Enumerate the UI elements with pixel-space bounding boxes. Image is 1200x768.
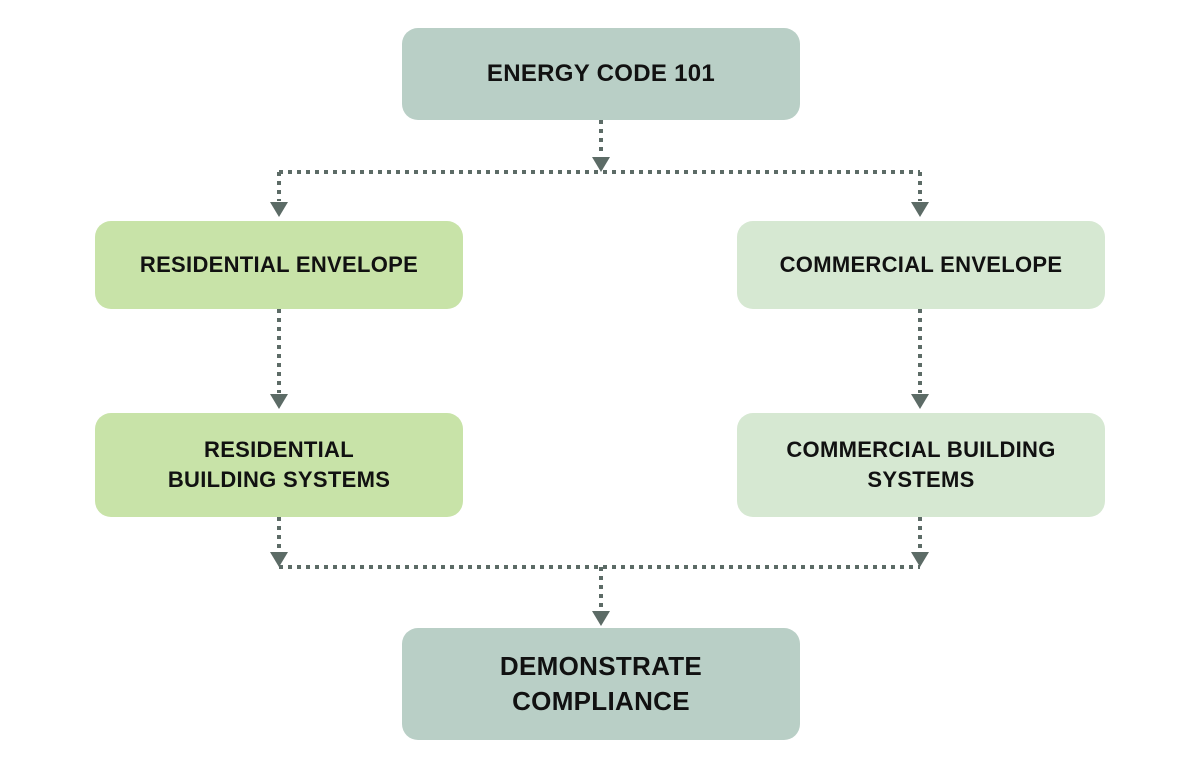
arrowhead-down-icon: [270, 394, 288, 409]
node-commercial-envelope: COMMERCIAL ENVELOPE: [737, 221, 1105, 309]
arrowhead-down-icon: [270, 552, 288, 567]
connector-systems-to-compliance: [270, 517, 929, 626]
node-residential-envelope: RESIDENTIAL ENVELOPE: [95, 221, 463, 309]
connector-envelope-to-systems: [270, 309, 929, 409]
arrowhead-down-icon: [270, 202, 288, 217]
arrowhead-down-icon: [592, 157, 610, 172]
arrowhead-down-icon: [592, 611, 610, 626]
arrowhead-down-icon: [911, 394, 929, 409]
node-residential-building-systems: RESIDENTIAL BUILDING SYSTEMS: [95, 413, 463, 517]
node-commercial-building-systems: COMMERCIAL BUILDING SYSTEMS: [737, 413, 1105, 517]
node-energy-code-101: ENERGY CODE 101: [402, 28, 800, 120]
connector-root-to-branches: [270, 120, 929, 217]
arrowhead-down-icon: [911, 202, 929, 217]
node-demonstrate-compliance: DEMONSTRATE COMPLIANCE: [402, 628, 800, 740]
arrowhead-down-icon: [911, 552, 929, 567]
